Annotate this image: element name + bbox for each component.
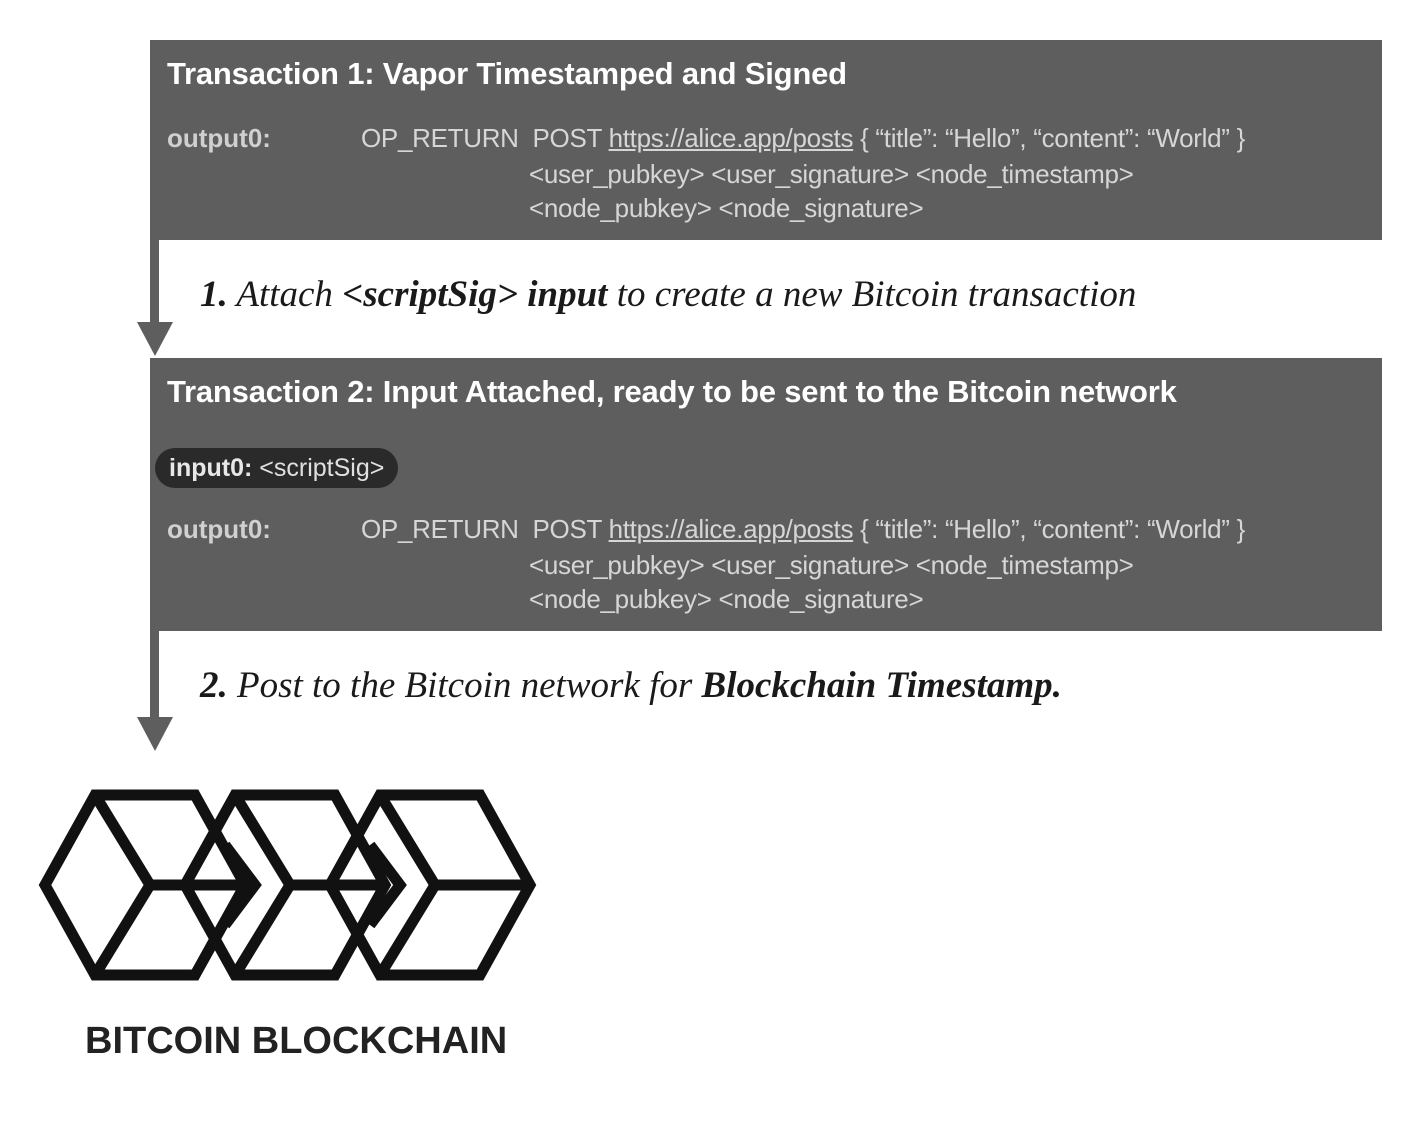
output-line-1: OP_RETURN POST https://alice.app/posts {…: [361, 514, 1245, 545]
output-line-3: <node_pubkey> <node_signature>: [529, 193, 924, 223]
blockchain-cubes-icon: [38, 789, 537, 981]
arrow-down-icon: [137, 717, 173, 751]
http-method: POST: [532, 123, 602, 153]
http-method: POST: [532, 514, 602, 544]
input-value: <scriptSig>: [259, 454, 385, 482]
step-2-text: 2. Post to the Bitcoin network for Block…: [200, 664, 1062, 707]
step-number: 2.: [200, 665, 228, 706]
step-bold-text: Blockchain Timestamp.: [701, 665, 1062, 706]
step-bold-text: <scriptSig> input: [342, 274, 608, 315]
step-text-a: Attach: [236, 274, 333, 315]
step-text-b: to create a new Bitcoin transaction: [616, 274, 1137, 315]
output-label: output0:: [167, 123, 271, 153]
transaction-2-title: Transaction 2: Input Attached, ready to …: [167, 374, 1177, 409]
opcode: OP_RETURN: [361, 123, 519, 153]
output-line-2: <user_pubkey> <user_signature> <node_tim…: [529, 550, 1134, 580]
json-payload: { “title”: “Hello”, “content”: “World” }: [860, 514, 1245, 544]
output-label: output0:: [167, 514, 271, 544]
opcode: OP_RETURN: [361, 514, 519, 544]
output-line-3: <node_pubkey> <node_signature>: [529, 584, 924, 614]
output-line-2: <user_pubkey> <user_signature> <node_tim…: [529, 159, 1134, 189]
transaction-2-box: Transaction 2: Input Attached, ready to …: [150, 358, 1382, 631]
step-1-text: 1. Attach <scriptSig> input to create a …: [200, 273, 1136, 316]
json-payload: { “title”: “Hello”, “content”: “World” }: [860, 123, 1245, 153]
input-badge: input0: <scriptSig>: [155, 448, 399, 488]
connector-line-1: [150, 240, 159, 326]
transaction-1-box: Transaction 1: Vapor Timestamped and Sig…: [150, 40, 1382, 240]
output-line-1: OP_RETURN POST https://alice.app/posts {…: [361, 123, 1245, 154]
url-link[interactable]: https://alice.app/posts: [608, 514, 854, 544]
input-label: input0:: [169, 454, 253, 482]
logo-caption: BITCOIN BLOCKCHAIN: [85, 1020, 508, 1062]
url-link[interactable]: https://alice.app/posts: [608, 123, 854, 153]
arrow-down-icon: [137, 322, 173, 356]
step-number: 1.: [200, 274, 228, 315]
step-text-a: Post to the Bitcoin network for: [237, 665, 693, 706]
transaction-1-title: Transaction 1: Vapor Timestamped and Sig…: [167, 56, 847, 91]
connector-line-2: [150, 631, 159, 721]
